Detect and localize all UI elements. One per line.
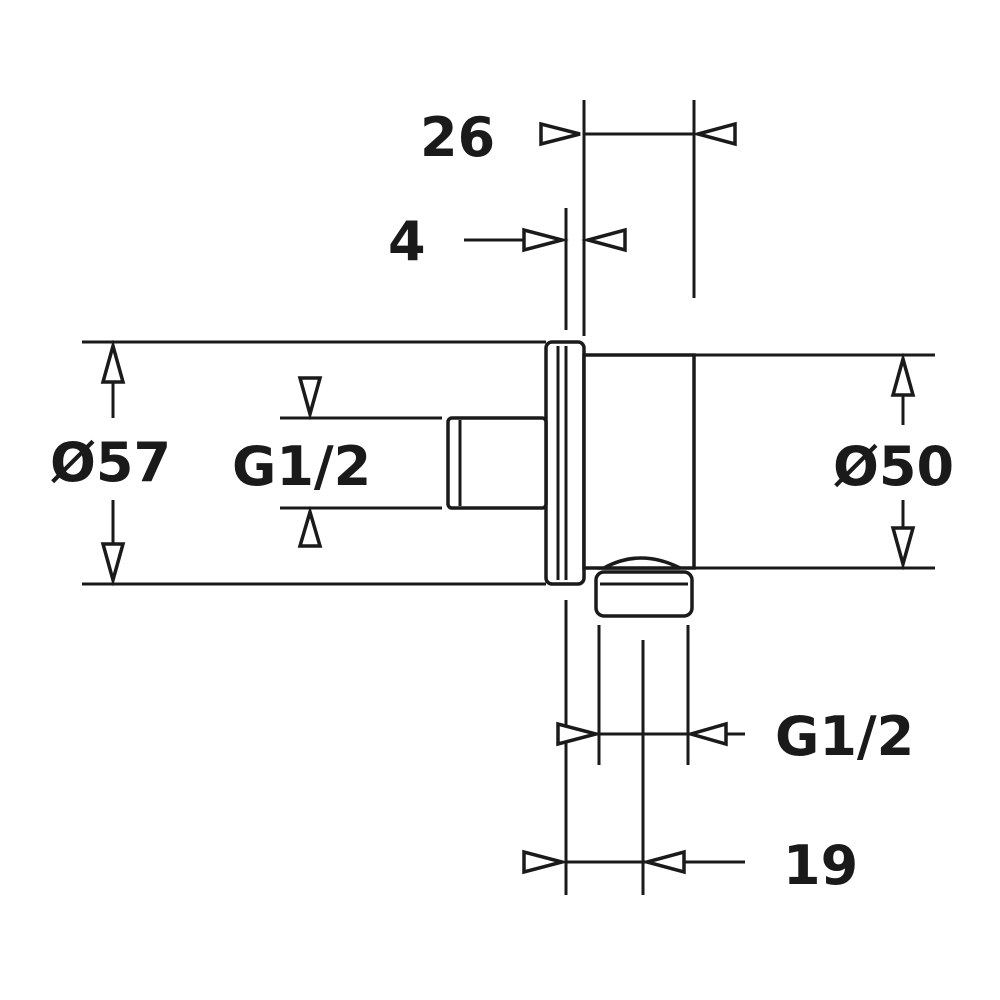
- arrow-up-icon: [297, 505, 323, 548]
- outlet-thread: [594, 570, 694, 618]
- arrow-left-icon: [640, 849, 686, 875]
- arrow-down-icon: [297, 376, 323, 421]
- arrow-right-icon: [539, 121, 581, 147]
- arrow-left-icon: [691, 121, 737, 147]
- label-19: 19: [783, 834, 858, 897]
- outlet-neck: [597, 556, 681, 570]
- label-outlet-thread: G1/2: [775, 705, 914, 768]
- dimension-inlet-thread: [297, 376, 323, 548]
- main-cylinder: [582, 353, 696, 570]
- label-diameter-50: Ø50: [833, 435, 954, 498]
- part-outline: [446, 340, 696, 618]
- inlet-thread: [446, 416, 548, 510]
- arrow-up-icon: [890, 352, 916, 397]
- dimension-57: [100, 339, 126, 587]
- arrow-right-icon: [556, 721, 603, 747]
- arrow-left-icon: [581, 227, 627, 253]
- dimension-outlet-thread: [556, 721, 745, 747]
- label-26: 26: [420, 106, 495, 169]
- dimension-26: [539, 121, 737, 147]
- arrow-down-icon: [890, 526, 916, 571]
- arrow-right-icon: [522, 849, 569, 875]
- dimension-19: [522, 849, 745, 875]
- dimension-4: [464, 227, 627, 253]
- arrow-down-icon: [100, 542, 126, 587]
- label-diameter-57: Ø57: [50, 431, 171, 494]
- dimension-50: [890, 352, 916, 571]
- label-inlet-thread: G1/2: [232, 435, 371, 498]
- arrow-right-icon: [522, 227, 569, 253]
- label-4: 4: [388, 210, 426, 273]
- arrow-left-icon: [684, 721, 728, 747]
- arrow-up-icon: [100, 339, 126, 384]
